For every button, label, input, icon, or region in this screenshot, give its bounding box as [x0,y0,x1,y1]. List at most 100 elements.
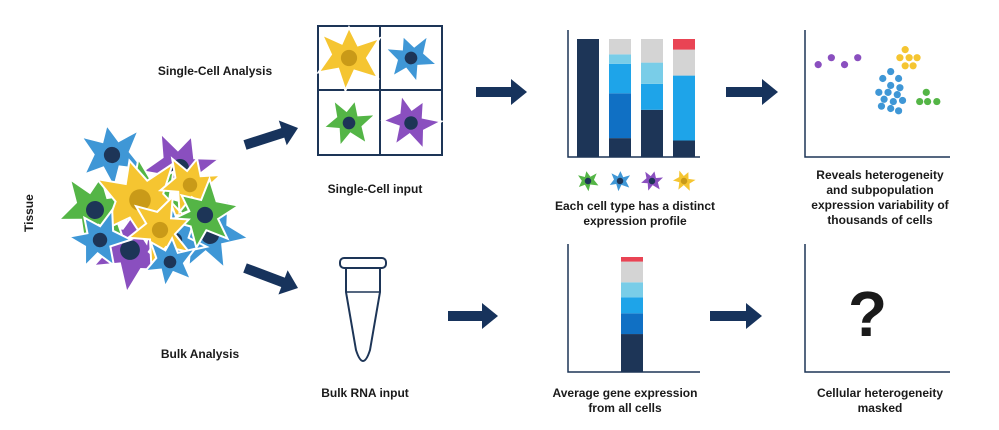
bulk-profile-line-1: Average gene expression [552,386,698,400]
cell-nucleus [648,177,656,185]
scatter-point-blue [889,97,897,106]
bulk-result-line-2: masked [857,401,903,415]
scatter-point-blue [879,74,887,83]
sc-bar-3-segment-light_grey [673,49,695,76]
cell-nucleus [404,51,418,65]
bulk-bar-0-segment-mid_blue [621,297,643,314]
single-cell-input-label: Single-Cell input [327,182,423,196]
grid-cell-green [318,92,380,155]
sc-bar-2-segment-mid_blue [641,83,663,110]
cell-nucleus [92,232,108,248]
bulk-bar-0-segment-navy [621,334,643,372]
arrow-to-bulk-chart [448,303,498,329]
arrow-to-scatter [726,79,778,105]
sc-bar-1-segment-royal_blue [609,93,631,139]
scatter-point-green [933,97,941,106]
cell-type-icon-green [572,165,604,197]
bulk-bar-0-segment-royal_blue [621,313,643,335]
sc-bar-0-segment-navy [577,39,599,157]
scatter-point-blue [898,96,907,105]
sc-result-line-4: thousands of cells [827,213,933,227]
grid-cell-purple [374,87,447,161]
sc-bar-1-segment-light_blue [609,54,631,64]
scatter-point-blue [894,107,903,115]
scatter-axes [804,30,950,158]
scatter-point-green [923,97,932,106]
scatter-point-yellow [896,54,904,62]
cell-nucleus [182,177,198,193]
grid-cell-blue [379,26,443,91]
scatter-point-blue [887,81,895,90]
cell-nucleus [584,177,592,185]
tube-body [345,267,381,362]
cell-nucleus [196,206,214,224]
tissue-cell-cluster [54,118,259,304]
single-cell-grid [317,25,447,161]
sc-bar-3-segment-mid_blue [673,75,695,141]
cell-nucleus [86,201,104,219]
scatter-point-yellow [913,54,921,62]
cell-type-icon-yellow [666,163,702,200]
sc-profile-caption: Each cell type has a distinct expression… [535,199,735,229]
scatter-point-blue [887,67,895,76]
cell-nucleus [616,177,624,185]
tissue-cell [155,150,225,221]
tissue-label: Tissue [22,194,36,232]
scatter-point-blue [894,74,903,83]
cell-type-icon-purple [635,165,668,198]
cell-nucleus [103,146,121,164]
bulk-rna-tube [339,0,387,362]
bulk-result-line-1: Cellular heterogeneity [816,386,944,400]
scatter-chart [804,30,950,158]
cell-type-icon-blue [606,167,634,196]
tissue-cell [143,235,197,291]
tube-cap [339,257,387,269]
sc-result-line-2: and subpopulation [826,183,934,197]
sc-bar-2-segment-light_blue [641,62,663,84]
sc-profile-line-1: Each cell type has a distinct [554,199,716,213]
sc-bar-2-segment-navy [641,109,663,157]
scatter-point-green [916,97,924,106]
sc-bar-2-segment-light_grey [641,39,663,63]
masked-chart [804,244,950,373]
bulk-chart [567,244,700,373]
sc-result-line-1: Reveals heterogeneity [816,168,944,182]
cell-nucleus [680,177,688,185]
scatter-point-blue [887,104,895,113]
bulk-rna-input-label: Bulk RNA input [321,386,409,400]
sc-bar-3-segment-navy [673,140,695,157]
arrow-to-masked-chart [710,303,762,329]
tissue-cell [76,197,183,304]
arrow-to-single-cell [243,120,299,150]
scatter-point-blue [880,95,888,103]
scatter-point-blue [877,102,886,110]
bulk-bar-0-segment-light_grey [621,261,643,283]
sc-bar-1-segment-mid_blue [609,63,631,94]
bulk-profile-line-2: from all cells [588,401,662,415]
scatter-point-green [922,88,930,96]
arrow-to-sc-chart [476,79,527,105]
scatter-point-yellow [909,62,917,70]
cell-nucleus [120,240,140,260]
bulk-analysis-label: Bulk Analysis [160,347,240,361]
tissue-cell [118,189,201,271]
scatter-point-blue [896,84,904,92]
scatter-point-purple [854,54,862,62]
bulk-bar-0-segment-red [621,257,643,262]
cell-nucleus [163,255,177,269]
sc-result-caption: Reveals heterogeneity and subpopulation … [795,168,965,228]
scatter-point-blue [893,91,901,99]
bulk-bar-0-segment-light_blue [621,282,643,298]
sc-profile-line-2: expression profile [583,214,687,228]
masked-chart-axes [804,244,950,373]
tissue-cell [160,170,251,261]
flow-arrows [243,79,778,329]
scatter-point-yellow [905,54,913,62]
bulk-profile-caption: Average gene expression from all cells [535,386,715,416]
cell-nucleus [340,49,358,67]
single-cell-chart [567,30,702,200]
scatter-point-purple [840,61,849,69]
cell-nucleus [404,116,418,130]
scatter-point-blue [875,88,883,96]
